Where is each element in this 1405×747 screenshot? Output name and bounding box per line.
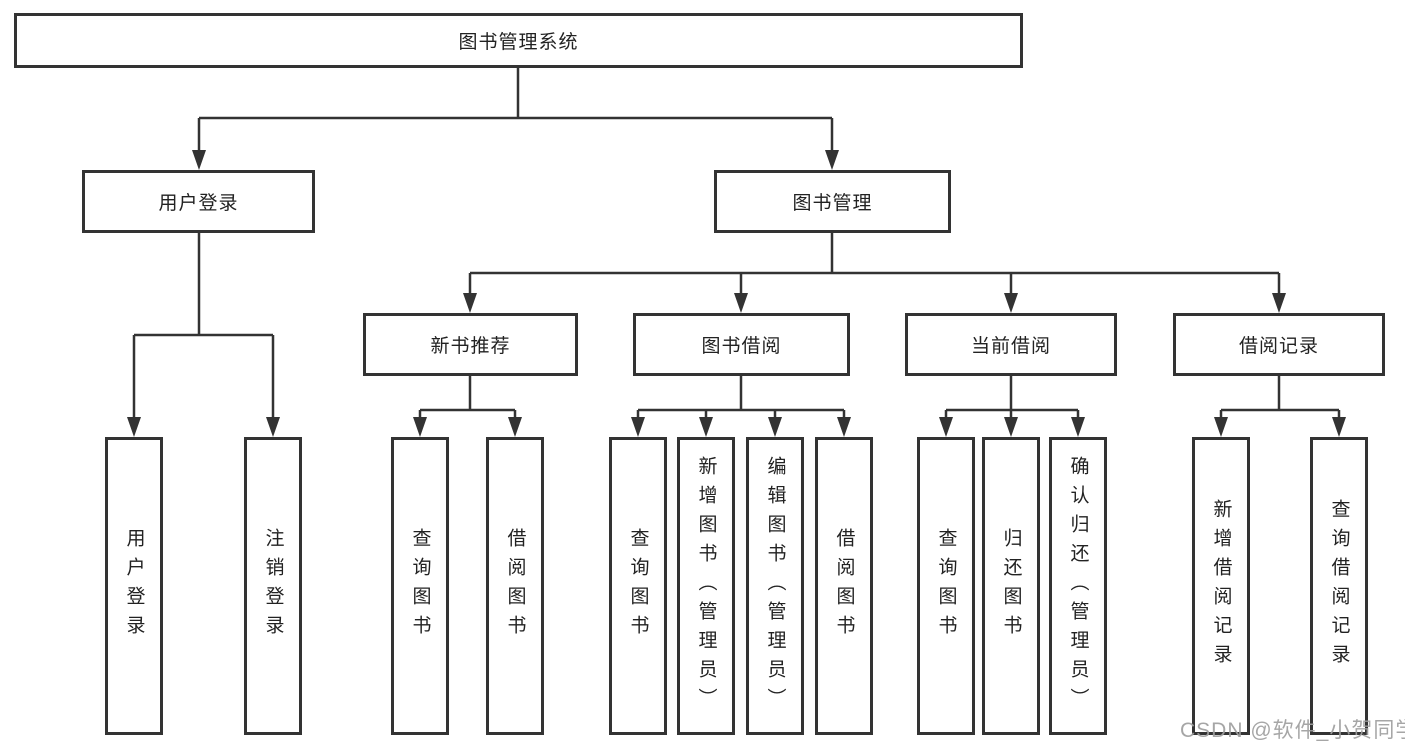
leaf-return-books-label: 归还图书: [1000, 528, 1022, 644]
node-borrowing-records-label: 借阅记录: [1238, 336, 1319, 357]
leaf-borrow-books-recommend-label: 借阅图书: [504, 528, 526, 644]
leaf-borrow-books-borrowing: 借阅图书: [815, 437, 873, 735]
leaf-user-login-label: 用户登录: [123, 528, 145, 644]
leaf-add-borrow-record-label: 新增借阅记录: [1210, 499, 1232, 673]
leaf-borrow-books-recommend: 借阅图书: [486, 437, 544, 735]
node-book-borrowing-label: 图书借阅: [701, 336, 782, 357]
node-new-book-recommendation: 新书推荐: [363, 313, 578, 376]
node-current-borrowing-label: 当前借阅: [970, 336, 1051, 357]
node-user-login-label: 用户登录: [158, 193, 239, 214]
leaf-edit-book-admin-label: 编辑图书（管理员）: [764, 455, 786, 717]
node-borrowing-records: 借阅记录: [1173, 313, 1385, 376]
leaf-query-borrow-record-label: 查询借阅记录: [1328, 499, 1350, 673]
csdn-watermark: CSDN @软件_小贺同学: [1180, 719, 1405, 742]
leaf-query-books-borrowing: 查询图书: [609, 437, 667, 735]
leaf-borrow-books-borrowing-label: 借阅图书: [833, 528, 855, 644]
leaf-add-borrow-record: 新增借阅记录: [1192, 437, 1250, 735]
leaf-logout: 注销登录: [244, 437, 302, 735]
leaf-logout-label: 注销登录: [262, 528, 284, 644]
node-book-management: 图书管理: [714, 170, 951, 233]
leaf-add-book-admin-label: 新增图书（管理员）: [695, 455, 717, 717]
leaf-edit-book-admin: 编辑图书（管理员）: [746, 437, 804, 735]
leaf-confirm-return-admin-label: 确认归还（管理员）: [1067, 455, 1089, 717]
node-book-management-label: 图书管理: [792, 193, 873, 214]
leaf-query-books-borrowing-label: 查询图书: [627, 528, 649, 644]
leaf-confirm-return-admin: 确认归还（管理员）: [1049, 437, 1107, 735]
node-book-borrowing: 图书借阅: [633, 313, 850, 376]
leaf-query-books-recommend: 查询图书: [391, 437, 449, 735]
leaf-query-books-current: 查询图书: [917, 437, 975, 735]
node-user-login: 用户登录: [82, 170, 315, 233]
leaf-query-books-current-label: 查询图书: [935, 528, 957, 644]
leaf-query-books-recommend-label: 查询图书: [409, 528, 431, 644]
leaf-query-borrow-record: 查询借阅记录: [1310, 437, 1368, 735]
node-library-system-label: 图书管理系统: [458, 32, 579, 53]
node-library-system: 图书管理系统: [14, 13, 1023, 68]
node-current-borrowing: 当前借阅: [905, 313, 1117, 376]
leaf-add-book-admin: 新增图书（管理员）: [677, 437, 735, 735]
node-new-book-recommendation-label: 新书推荐: [430, 336, 511, 357]
arrowhead-icons: [127, 150, 1346, 437]
leaf-user-login: 用户登录: [105, 437, 163, 735]
leaf-return-books: 归还图书: [982, 437, 1040, 735]
